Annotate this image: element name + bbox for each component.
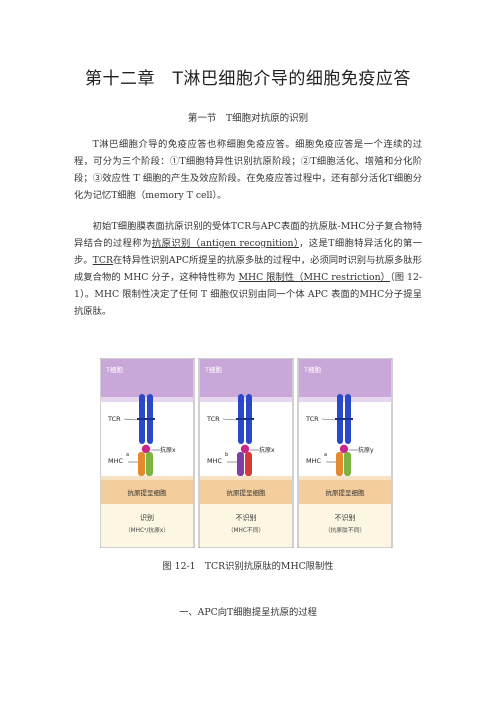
tcr-hinge <box>137 418 155 420</box>
tcr-hinge <box>236 418 254 420</box>
tcell-label: T细胞 <box>204 365 222 374</box>
tcell-region <box>200 359 292 397</box>
tcr-leader-line <box>123 418 138 421</box>
antigen-peptide <box>339 444 349 454</box>
paragraph-2-part2: ，这是T细胞特异活化的第一步。 <box>74 238 422 266</box>
mhc-beta-domain <box>344 452 351 476</box>
result-region <box>200 504 292 547</box>
result-label: 不识别 <box>335 513 356 522</box>
mhc-beta-domain <box>146 452 153 476</box>
apc-label: 抗原提呈细胞 <box>326 488 366 497</box>
tcell-region <box>299 359 391 397</box>
apc-region <box>101 480 193 504</box>
apc-label: 抗原提呈细胞 <box>227 488 267 497</box>
figure-svg: T细胞抗原提呈细胞识别（MHCᵃ/抗原x）TCR抗原xMHCaT细胞抗原提呈细胞… <box>99 357 393 549</box>
mhc-superscript: a <box>324 452 327 458</box>
result-note: （MHCᵃ/抗原x） <box>125 526 169 534</box>
tcell-label: T细胞 <box>303 365 321 374</box>
antigen-label: 抗原y <box>358 446 374 454</box>
apc-label: 抗原提呈细胞 <box>128 488 168 497</box>
tcr-leader-line <box>321 418 336 421</box>
result-note: （抗原肽不同） <box>325 526 366 534</box>
paragraph-2-part3: 在特异性识别APC所提呈的抗原多肽的过程中，必须同时识别与抗原多肽形成复合物的 … <box>74 255 422 283</box>
result-region <box>299 504 391 547</box>
tcell-label: T细胞 <box>105 365 123 374</box>
apc-region <box>200 480 292 504</box>
subheading: 一、APC向T细胞提呈抗原的过程 <box>179 607 317 618</box>
mhc-label: MHC <box>306 457 321 465</box>
mhc-alpha-domain <box>336 452 343 476</box>
tcr-label: TCR <box>206 415 220 423</box>
tcr-hinge <box>335 418 353 420</box>
result-region <box>101 504 193 547</box>
term-mhc-restriction: MHC 限制性（MHC restriction） <box>238 272 391 283</box>
mhc-alpha-domain <box>138 452 145 476</box>
paragraph-1: T淋巴细胞介导的免疫应答也称细胞免疫应答。细胞免疫应答是一个连续的过程，可分为三… <box>74 139 422 201</box>
mhc-beta-domain <box>245 452 252 476</box>
term-tcr: TCR <box>92 255 113 266</box>
mhc-superscript: b <box>225 452 228 458</box>
antigen-peptide <box>240 444 250 454</box>
apc-membrane <box>299 476 391 480</box>
tcr-label: TCR <box>305 415 319 423</box>
figure-caption: 图 12-1 TCR识别抗原肽的MHC限制性 <box>162 561 334 572</box>
antigen-label: 抗原x <box>160 446 176 454</box>
tcr-label: TCR <box>107 415 121 423</box>
apc-membrane <box>101 476 193 480</box>
apc-region <box>299 480 391 504</box>
section-title: 第一节 T细胞对抗原的识别 <box>187 113 309 124</box>
paragraph-2: 初始T细胞膜表面抗原识别的受体TCR与APC表面的抗原肽-MHC分子复合物特异结… <box>74 218 422 320</box>
tcr-leader-line <box>222 418 237 421</box>
result-note: （MHC不同） <box>228 527 265 534</box>
result-label: 识别 <box>140 513 154 522</box>
mhc-alpha-domain <box>237 452 244 476</box>
antigen-peptide <box>141 444 151 454</box>
antigen-label: 抗原x <box>259 446 275 454</box>
result-label: 不识别 <box>236 513 257 522</box>
chapter-title: 第十二章 T淋巴细胞介导的细胞免疫应答 <box>85 69 411 89</box>
mhc-label: MHC <box>207 457 222 465</box>
tcell-region <box>101 359 193 397</box>
mhc-label: MHC <box>108 457 123 465</box>
apc-membrane <box>200 476 292 480</box>
paragraph-2-part4: （图 12-1）。MHC 限制性决定了任何 T 细胞仅识别由同一个体 APC 表… <box>74 272 423 317</box>
mhc-superscript: a <box>126 452 129 458</box>
paragraph-2-part1: 初始T细胞膜表面抗原识别的受体TCR与APC表面的抗原肽-MHC分子复合物特异结… <box>74 221 422 249</box>
term-antigen-recognition: 抗原识别（antigen recognition） <box>151 238 300 249</box>
